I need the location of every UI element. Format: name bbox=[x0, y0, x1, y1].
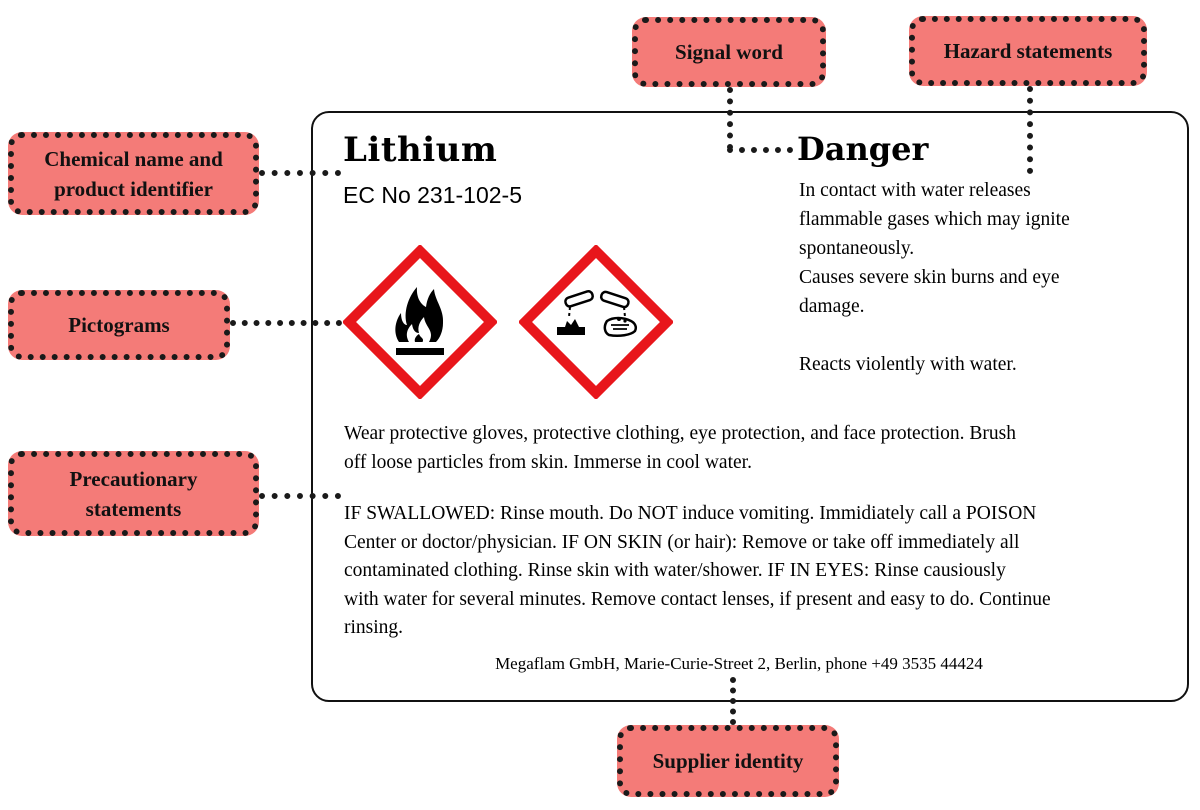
corrosion-icon bbox=[519, 245, 673, 399]
callout-pictograms: Pictograms bbox=[8, 290, 230, 360]
callout-supplier-identity-text: Supplier identity bbox=[652, 749, 804, 773]
callout-signal-word: Signal word bbox=[632, 17, 826, 87]
hazard-line: In contact with water releases bbox=[799, 180, 1031, 201]
precautionary-line: rinsing. bbox=[344, 617, 404, 638]
precautionary-line: IF SWALLOWED: Rinse mouth. Do NOT induce… bbox=[344, 503, 1037, 524]
precautionary-line: off loose particles from skin. Immerse i… bbox=[344, 452, 752, 473]
hazard-statements: In contact with water releases flammable… bbox=[799, 176, 1169, 379]
callout-signal-word-text: Signal word bbox=[675, 40, 783, 64]
hazard-gap bbox=[799, 321, 1169, 350]
signal-word: Danger bbox=[797, 130, 929, 168]
connector-supplier bbox=[730, 677, 736, 725]
callout-pictograms-text: Pictograms bbox=[68, 313, 170, 337]
flame-icon bbox=[343, 245, 497, 399]
precautionary-statement-2: IF SWALLOWED: Rinse mouth. Do NOT induce… bbox=[344, 500, 1174, 643]
hazard-line: spontaneously. bbox=[799, 238, 915, 259]
connector-signal-word-horizontal bbox=[727, 147, 793, 153]
callout-supplier-identity: Supplier identity bbox=[617, 725, 839, 797]
callout-precautionary-statements: Precautionary statements bbox=[8, 451, 259, 536]
callout-chemical-name-line2: product identifier bbox=[54, 176, 213, 201]
callout-chemical-name-text: Chemical name and product identifier bbox=[44, 144, 223, 204]
hazard-line: Causes severe skin burns and eye bbox=[799, 267, 1060, 288]
callout-precautionary-line1: Precautionary bbox=[69, 466, 198, 491]
precautionary-line: Wear protective gloves, protective cloth… bbox=[344, 423, 1017, 444]
hazard-line: damage. bbox=[799, 296, 865, 317]
callout-precautionary-line2: statements bbox=[85, 496, 182, 521]
connector-chemical-name bbox=[259, 170, 341, 176]
hazard-line: flammable gases which may ignite bbox=[799, 209, 1070, 230]
product-name: Lithium bbox=[343, 130, 498, 170]
callout-chemical-name-line1: Chemical name and bbox=[44, 146, 223, 171]
connector-signal-word-vertical bbox=[727, 87, 733, 150]
callout-hazard-statements-text: Hazard statements bbox=[943, 39, 1113, 63]
connector-precautionary bbox=[259, 493, 341, 499]
precautionary-statement-1: Wear protective gloves, protective cloth… bbox=[344, 419, 1164, 477]
precautionary-line: with water for several minutes. Remove c… bbox=[344, 588, 1051, 610]
precautionary-line: Center or doctor/physician. IF ON SKIN (… bbox=[344, 531, 1020, 553]
callout-hazard-statements: Hazard statements bbox=[909, 16, 1147, 86]
connector-pictograms bbox=[230, 320, 342, 326]
precautionary-line: contaminated clothing. Rinse skin with w… bbox=[344, 560, 1006, 581]
product-ec-number: EC No 231-102-5 bbox=[343, 182, 522, 208]
callout-precautionary-text: Precautionary statements bbox=[70, 464, 198, 524]
supplier-identity: Megaflam GmbH, Marie-Curie-Street 2, Ber… bbox=[495, 654, 983, 673]
connector-hazard-statements bbox=[1027, 86, 1033, 174]
callout-chemical-name: Chemical name and product identifier bbox=[8, 132, 259, 215]
hazard-line: Reacts violently with water. bbox=[799, 354, 1017, 375]
label-panel bbox=[311, 111, 1189, 702]
